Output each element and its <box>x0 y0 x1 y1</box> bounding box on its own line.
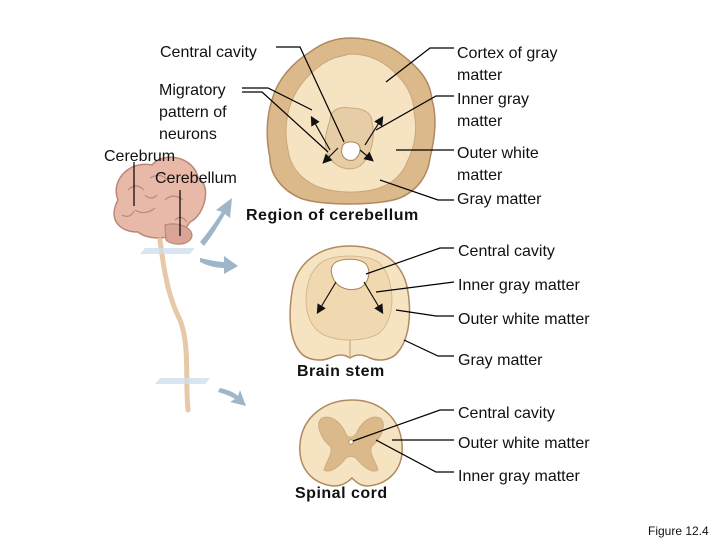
label-inner-gray-top: Inner gray matter <box>457 91 530 130</box>
leader-lines <box>133 46 455 473</box>
label-central-cavity-bottom: Central cavity <box>458 405 555 422</box>
label-brain-stem: Brain stem <box>297 363 385 380</box>
label-central-cavity-mid: Central cavity <box>458 243 555 260</box>
section-plane-cerebellum <box>140 248 195 254</box>
label-gray-matter-top: Gray matter <box>457 191 542 208</box>
label-inner-gray-mid: Inner gray matter <box>458 277 580 294</box>
cerebellum-section <box>266 37 436 205</box>
brain-illustration <box>113 156 207 245</box>
spinal-cord-section <box>299 399 403 487</box>
label-cerebrum: Cerebrum <box>104 148 176 165</box>
label-outer-white-mid: Outer white matter <box>458 311 590 328</box>
label-spinal-cord: Spinal cord <box>295 485 388 502</box>
spinal-cord-line <box>157 237 191 413</box>
label-outer-white-top: Outer white matter <box>457 145 539 184</box>
label-outer-white-bottom: Outer white matter <box>458 435 590 452</box>
label-gray-matter-mid: Gray matter <box>458 352 543 369</box>
pointer-arrows <box>200 198 246 406</box>
figure-caption: Figure 12.4 <box>648 524 709 538</box>
label-inner-gray-bottom: Inner gray matter <box>458 468 580 485</box>
label-region-cerebellum: Region of cerebellum <box>246 207 419 224</box>
brainstem-section <box>289 245 411 361</box>
section-plane-brainstem <box>155 378 210 384</box>
label-cerebellum: Cerebellum <box>155 170 237 187</box>
label-migratory-pattern: Migratory pattern of neurons <box>159 82 227 143</box>
label-cortex-gray: Cortex of gray matter <box>457 45 558 84</box>
label-central-cavity-top: Central cavity <box>160 44 257 61</box>
